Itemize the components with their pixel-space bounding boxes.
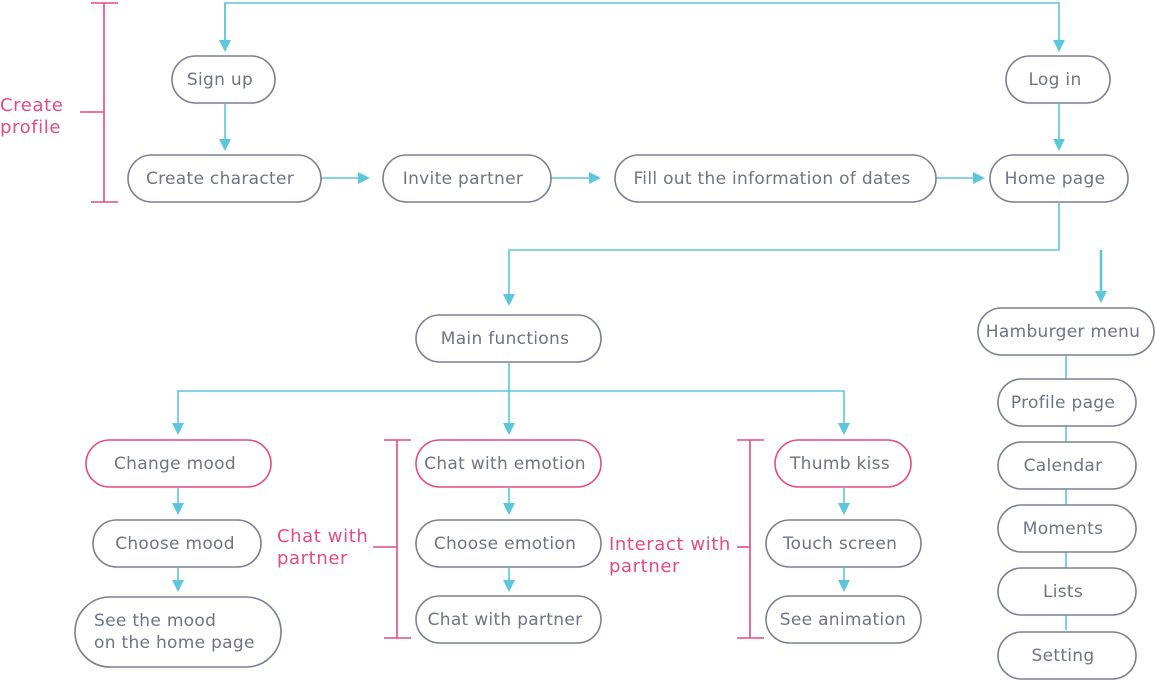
svg-text:Invite partner: Invite partner	[403, 169, 523, 189]
svg-text:Home page: Home page	[1005, 169, 1106, 189]
node-log-in[interactable]: Log in	[1005, 55, 1111, 104]
node-see-animation[interactable]: See animation	[765, 595, 922, 644]
svg-text:Choose emotion: Choose emotion	[434, 534, 576, 554]
svg-text:Fill out the information of da: Fill out the information of dates	[633, 169, 910, 189]
node-lists[interactable]: Lists	[997, 567, 1137, 616]
svg-text:Sign up: Sign up	[187, 70, 253, 90]
node-see-mood-home[interactable]: See the mood on the home page	[74, 596, 282, 668]
node-setting[interactable]: Setting	[997, 631, 1137, 680]
group-label-create-profile: Create profile	[0, 95, 70, 138]
connector-top-loop	[224, 2, 1065, 52]
svg-text:Log in: Log in	[1028, 70, 1081, 90]
node-fill-out-dates[interactable]: Fill out the information of dates	[614, 154, 937, 203]
node-home-page[interactable]: Home page	[989, 154, 1129, 203]
node-sign-up[interactable]: Sign up	[171, 55, 276, 104]
node-create-character[interactable]: Create character	[127, 154, 322, 203]
bracket-interact-with-partner	[737, 439, 764, 639]
group-label-chat-with-partner: Chat with partner	[277, 526, 375, 569]
svg-text:Thumb kiss: Thumb kiss	[789, 454, 890, 474]
svg-text:Main functions: Main functions	[441, 329, 570, 349]
svg-text:on the home page: on the home page	[94, 633, 255, 653]
svg-text:Create character: Create character	[146, 169, 294, 189]
node-choose-emotion[interactable]: Choose emotion	[415, 519, 602, 568]
node-chat-with-partner[interactable]: Chat with partner	[415, 595, 602, 644]
connector-home-split	[503, 203, 1060, 306]
node-hamburger-menu[interactable]: Hamburger menu	[977, 307, 1155, 356]
bracket-create-profile	[80, 2, 118, 203]
node-main-functions[interactable]: Main functions	[415, 314, 602, 363]
node-calendar[interactable]: Calendar	[997, 441, 1137, 490]
node-change-mood[interactable]: Change mood	[85, 439, 272, 488]
svg-text:Chat with emotion: Chat with emotion	[424, 454, 586, 474]
svg-text:Lists: Lists	[1043, 582, 1083, 602]
svg-text:Setting: Setting	[1032, 646, 1095, 666]
node-chat-with-emotion[interactable]: Chat with emotion	[415, 439, 602, 488]
node-moments[interactable]: Moments	[997, 504, 1137, 553]
svg-text:See animation: See animation	[780, 610, 906, 630]
svg-text:Chat with partner: Chat with partner	[428, 610, 583, 630]
svg-text:Profile page: Profile page	[1011, 393, 1115, 413]
svg-text:Calendar: Calendar	[1024, 456, 1103, 476]
connector-main-split	[172, 363, 510, 435]
bracket-chat-with-partner	[373, 439, 411, 639]
connector-main-thumb	[509, 390, 850, 435]
node-invite-partner[interactable]: Invite partner	[382, 154, 552, 203]
node-touch-screen[interactable]: Touch screen	[765, 519, 922, 568]
node-thumb-kiss[interactable]: Thumb kiss	[774, 439, 912, 488]
svg-text:Touch screen: Touch screen	[782, 534, 897, 554]
svg-text:Change mood: Change mood	[114, 454, 236, 474]
svg-text:Hamburger menu: Hamburger menu	[986, 322, 1140, 342]
node-profile-page[interactable]: Profile page	[997, 378, 1137, 427]
svg-text:Choose mood: Choose mood	[115, 534, 235, 554]
group-label-interact-with-partner: Interact with partner	[609, 534, 737, 577]
svg-text:Moments: Moments	[1023, 519, 1103, 539]
node-choose-mood[interactable]: Choose mood	[92, 519, 262, 568]
svg-text:See the mood: See the mood	[94, 611, 216, 631]
